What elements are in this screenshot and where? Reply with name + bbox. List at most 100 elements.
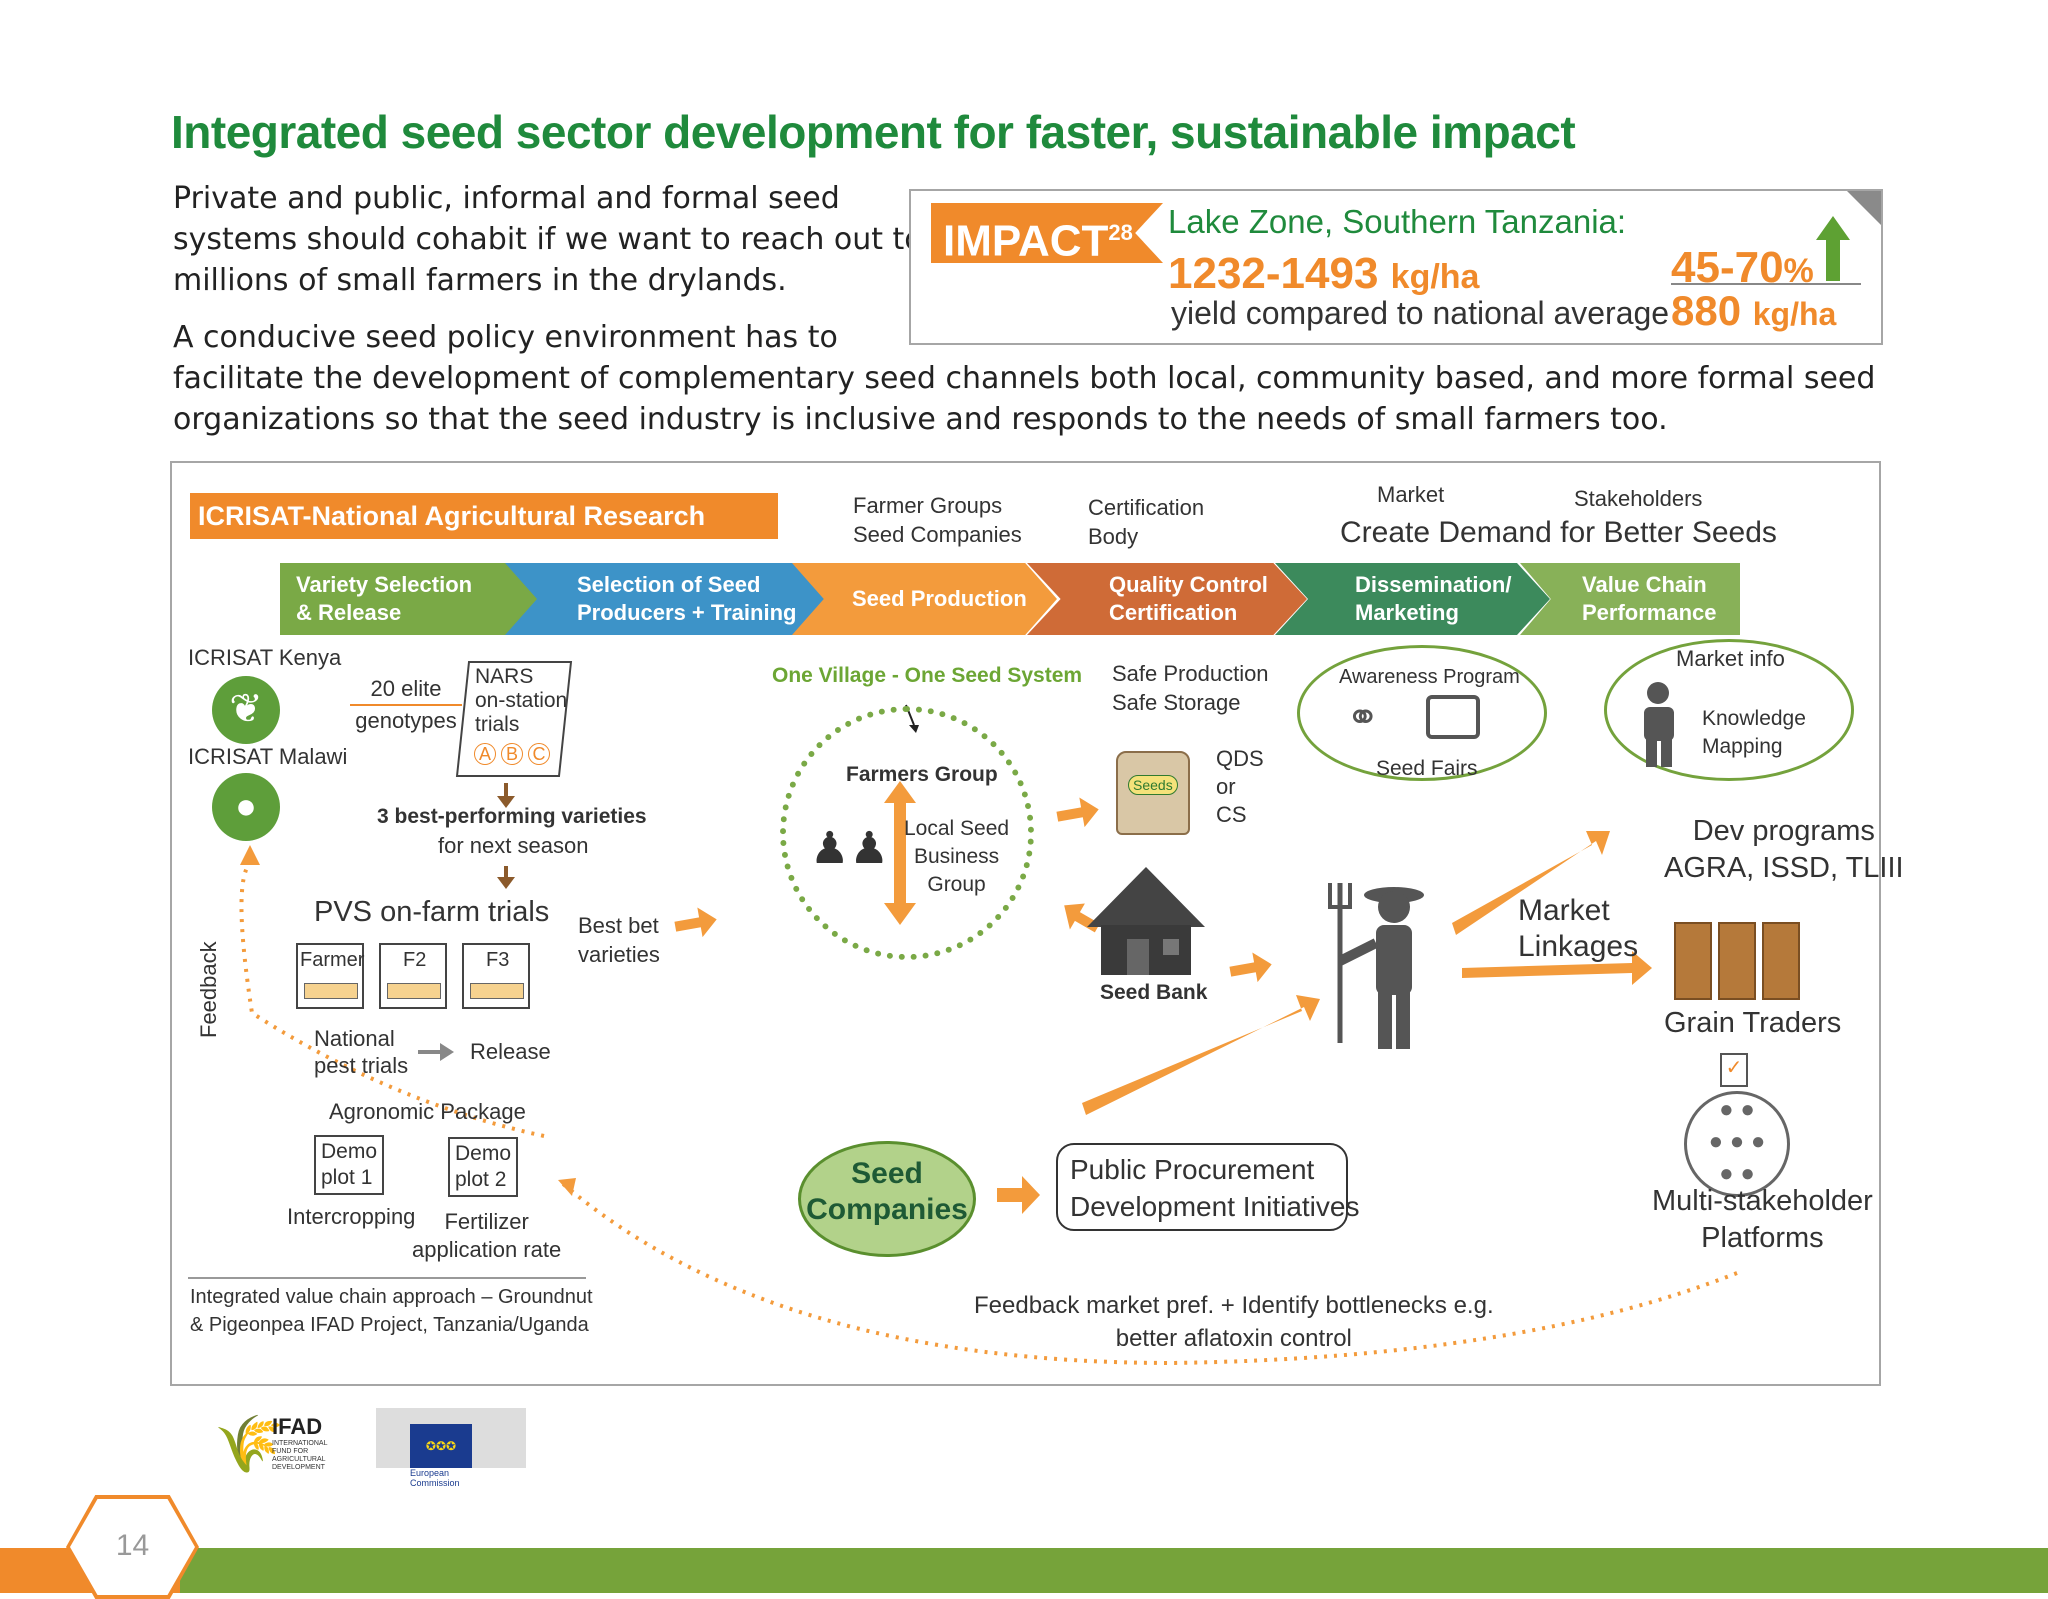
release-label: Release [470,1039,551,1064]
farmer-couple-icon: ♟♟ [810,824,889,873]
ifad-subtitle: INTERNATIONAL FUND FOR AGRICULTURAL DEVE… [272,1440,328,1472]
footnote-divider [188,1277,586,1279]
seed-companies-line: Seed Companies [853,522,1022,547]
national-pest-label: National pest trials [314,1025,408,1079]
awareness-oval [1297,645,1547,781]
feedback-label: Feedback [196,941,221,1038]
policy-paragraph: A conducive seed policy environment has … [173,317,1875,440]
nars-line: on-station [475,689,568,712]
seed-bank-hut-icon [1087,867,1205,975]
impact-divider [1671,283,1861,285]
chevron-label: Dissemination/ [1355,572,1512,597]
trial-box-farmer: Farmer [296,943,364,1009]
lsb-line: Local Seed [904,817,1010,840]
knowledge-line: Knowledge [1702,707,1806,730]
best-varieties-label: 3 best-performing varieties [377,805,647,828]
ifad-sub-line: FUND FOR [272,1448,309,1455]
farmers-group-circle [780,706,1034,960]
chevron-label: Quality Control [1109,572,1268,597]
grain-silos-icon [1674,916,1848,1000]
farmer-groups-line: Farmer Groups [853,493,1003,518]
demo-line: Demo [455,1142,512,1165]
lsb-label: Local Seed Business Group [904,815,1009,899]
impact-yield-unit: kg/ha [1390,258,1480,296]
seed-companies-line: Companies [806,1193,968,1226]
chevron-label: Seed Production [852,586,1027,611]
genotypes-line: genotypes [350,704,462,736]
footnote-line: & Pigeonpea IFAD Project, Tanzania/Ugand… [190,1314,589,1336]
seedpack-icon [387,983,441,999]
icrisat-banner: ICRISAT-National Agricultural Research S… [190,493,778,577]
icrisat-kenya-label: ICRISAT Kenya [188,645,342,670]
pest-line: pest trials [314,1053,409,1078]
multi-stakeholder-label: Multi-stakeholder Platforms [1652,1183,1873,1257]
chevron-label: Certification [1109,600,1238,625]
chevron-variety-selection: Variety Selection& Release [280,563,561,635]
multi-line: Multi-stakeholder [1652,1185,1873,1217]
next-season-label: for next season [438,833,589,858]
impact-region: Lake Zone, Southern Tanzania: [1168,203,1627,240]
awareness-label: Awareness Program [1339,666,1520,688]
lsb-line: Business [913,845,1000,868]
market-label: Market [1377,482,1445,507]
impact-footnote: 28 [1108,220,1133,245]
pvs-label: PVS on-farm trials [314,896,550,928]
qds-line: CS [1216,802,1247,827]
ifad-sub-line: DEVELOPMENT [272,1464,325,1471]
qds-line: QDS [1216,746,1264,771]
certification-line: Body [1088,524,1139,549]
seedpack-icon [470,983,524,999]
safe-line: Safe Storage [1112,690,1241,715]
dev-line: AGRA, ISSD, TLIII [1664,852,1904,884]
impact-yield: 1232-1493 kg/ha [1168,249,1479,299]
demo-line: plot 2 [455,1168,507,1191]
qds-line: or [1216,774,1236,799]
demo-line: Demo [321,1140,378,1163]
market-info-label: Market info [1676,646,1785,671]
impact-national: 880 kg/ha [1671,287,1836,335]
farmer-groups-label: Farmer Groups Seed Companies [853,491,1022,549]
chevron-label: Variety Selection [296,572,473,597]
trial-box-label: F2 [403,949,427,971]
checklist-icon: ✓ [1720,1053,1748,1087]
ifad-emblem-icon: 🌾 [214,1412,284,1475]
trial-box-f2: F2 [379,943,447,1009]
trial-b: B [501,743,524,765]
agronomic-label: Agronomic Package [329,1099,526,1124]
qds-label: QDS or CS [1216,745,1264,829]
ifad-sub-line: AGRICULTURAL [272,1456,326,1463]
public-procurement-text: Public Procurement Development Initiativ… [1070,1151,1359,1225]
ovos-label: One Village - One Seed System [772,664,1083,687]
impact-national-unit: kg/ha [1752,296,1837,332]
european-commission-logo: ✪✪✪ European Commission [376,1394,534,1500]
chevron-label: Performance [1582,600,1717,625]
seed-sack-icon: Seeds [1116,751,1190,835]
chevron-label: Value Chain [1582,572,1707,597]
bottom-feedback-label: Feedback market pref. + Identify bottlen… [974,1289,1494,1355]
dev-line: Dev programs [1692,815,1875,847]
seed-fairs-label: Seed Fairs [1376,757,1478,780]
linkages-line: Linkages [1518,930,1639,963]
ec-text: European Commission [410,1468,460,1488]
icrisat-malawi-label: ICRISAT Malawi [188,744,348,769]
people-network-icon: ● ●● ● ●● ● [1684,1091,1790,1197]
up-arrow-icon [1816,216,1850,281]
project-footnote: Integrated value chain approach – Ground… [190,1283,593,1339]
impact-box: IMPACT28 Lake Zone, Southern Tanzania: 1… [909,189,1883,345]
safe-production-label: Safe Production Safe Storage [1112,659,1269,717]
intro-line: millions of small farmers in the dryland… [173,263,787,298]
impact-yield-value: 1232-1493 [1168,249,1379,298]
sorghum-icon: ❦ [212,676,280,744]
nars-line: NARS [475,665,534,688]
certification-label: Certification Body [1088,493,1204,551]
pest-line: National [314,1026,395,1051]
seed-companies-line: Seed [851,1157,923,1190]
best-bet-line: varieties [578,942,660,967]
page-title: Integrated seed sector development for f… [171,106,1576,158]
bottom-feedback-line: better aflatoxin control [1115,1325,1352,1352]
chevron-row: Variety Selection& Release Selection of … [280,563,1740,635]
grain-traders-label: Grain Traders [1664,1007,1842,1039]
best-bet-label: Best bet varieties [578,911,660,969]
